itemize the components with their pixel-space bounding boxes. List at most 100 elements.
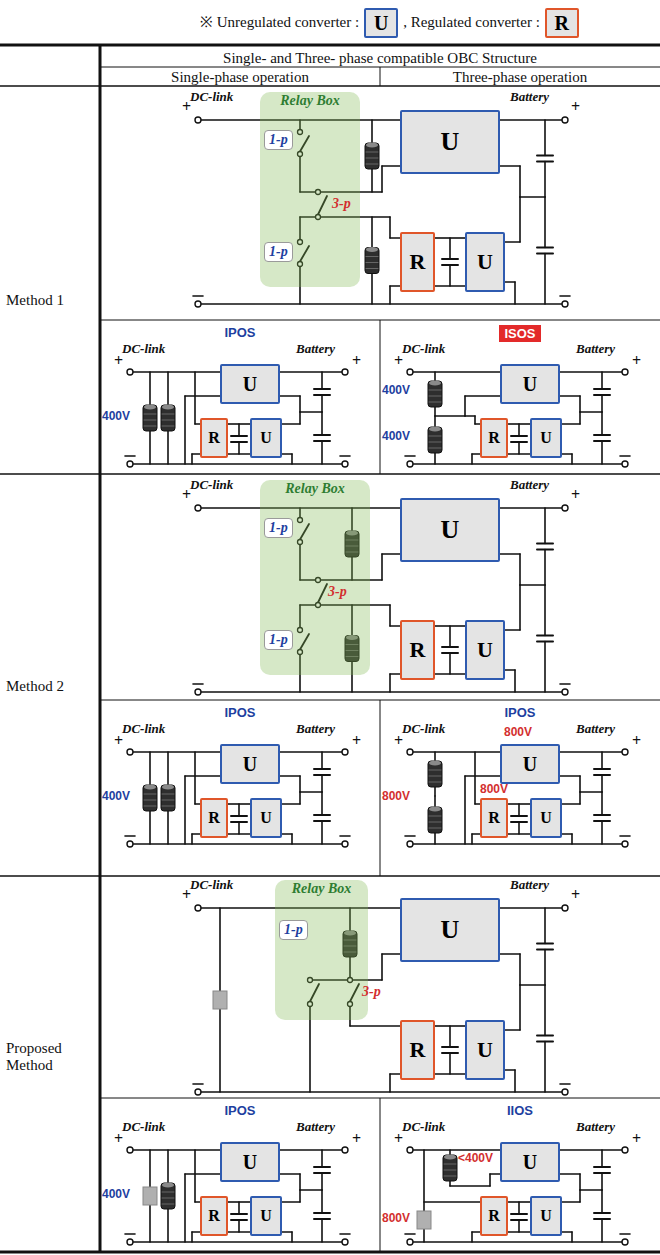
wire [321, 395, 323, 412]
wire [579, 776, 581, 792]
converter-label: U [523, 753, 537, 776]
wire [314, 1172, 330, 1174]
wire [299, 412, 301, 424]
wire [133, 1149, 220, 1151]
wire [429, 776, 441, 777]
switch-tag: 1-p [264, 630, 293, 650]
wire [562, 833, 572, 835]
wire [560, 1149, 622, 1151]
wire [321, 1219, 323, 1242]
electrolytic-capacitor [428, 761, 442, 787]
wire [537, 943, 553, 945]
wire [321, 752, 323, 769]
converter-link [228, 803, 250, 805]
wire [500, 507, 562, 509]
wire [560, 751, 622, 753]
wire [314, 1218, 330, 1220]
wire [580, 411, 602, 413]
voltage-label: 800V [382, 1212, 410, 1225]
unregulated-converter: U [220, 364, 280, 404]
wire [500, 907, 562, 909]
terminal [407, 749, 413, 755]
wire [191, 1232, 193, 1242]
wire [571, 454, 573, 464]
polarity-sign: + [571, 886, 580, 904]
wire [201, 1091, 562, 1093]
wire [537, 247, 553, 249]
wire [472, 1231, 480, 1233]
film-capacitor [417, 1211, 431, 1229]
wire [429, 390, 441, 391]
wire [474, 416, 476, 424]
regulated-converter: R [480, 1196, 508, 1236]
wire [194, 372, 196, 424]
wire [280, 751, 342, 753]
wire [162, 800, 174, 801]
capacitor-top [429, 427, 441, 432]
wire [366, 152, 378, 153]
wire [125, 835, 135, 837]
wire [544, 120, 546, 156]
wire [544, 1042, 546, 1093]
capacitor-top [429, 761, 441, 766]
terminal-name: DC-link [402, 342, 445, 356]
voltage-label: 400V [102, 410, 130, 423]
terminal [562, 689, 568, 695]
terminal-name: Battery [510, 878, 549, 892]
wire [321, 1150, 323, 1167]
terminal [342, 1147, 348, 1153]
wire [429, 782, 441, 783]
voltage-label: 400V [102, 1188, 130, 1201]
wire [601, 412, 603, 435]
wire [381, 954, 383, 980]
terminal-name: Battery [510, 478, 549, 492]
converter-link [508, 1201, 530, 1203]
wire [471, 1232, 473, 1242]
electrolytic-capacitor [143, 405, 157, 431]
regulated-converter: R [480, 418, 508, 458]
table-rule [99, 45, 102, 1252]
terminal [127, 749, 133, 755]
electrolytic-capacitor [365, 143, 379, 169]
polarity-sign: + [394, 1130, 403, 1148]
wire [519, 197, 521, 242]
wire [560, 1083, 570, 1085]
wire [340, 835, 350, 837]
wire [381, 554, 383, 580]
voltage-label: 400V [102, 790, 130, 803]
film-capacitor [143, 1187, 157, 1205]
capacitor-top [429, 807, 441, 812]
wire [518, 822, 520, 834]
wire [520, 196, 545, 198]
wire [562, 423, 580, 425]
wire [340, 1233, 350, 1235]
wire [300, 791, 322, 793]
wire [238, 1220, 240, 1232]
wire [185, 775, 220, 777]
terminal-name: DC-link [402, 722, 445, 736]
terminal [562, 301, 568, 307]
topology-label: IPOS [224, 706, 255, 720]
wire [601, 752, 603, 769]
terminal [407, 461, 413, 467]
converter-label: U [441, 515, 460, 545]
wire [314, 768, 330, 770]
terminal [407, 841, 413, 847]
wire [594, 1166, 610, 1168]
wire [390, 237, 400, 239]
unregulated-converter: U [400, 898, 500, 962]
wire [389, 1074, 391, 1092]
wire [314, 820, 330, 822]
wire [429, 402, 441, 403]
wire [314, 388, 330, 390]
topology-label: IPOS [224, 326, 255, 340]
wire [144, 806, 156, 807]
electrolytic-capacitor [143, 785, 157, 811]
wire [560, 775, 580, 777]
table-rule [0, 875, 660, 877]
wire [601, 792, 603, 815]
terminal [407, 369, 413, 375]
wire [389, 286, 391, 304]
terminal-name: Battery [576, 342, 615, 356]
converter-link [435, 625, 465, 627]
